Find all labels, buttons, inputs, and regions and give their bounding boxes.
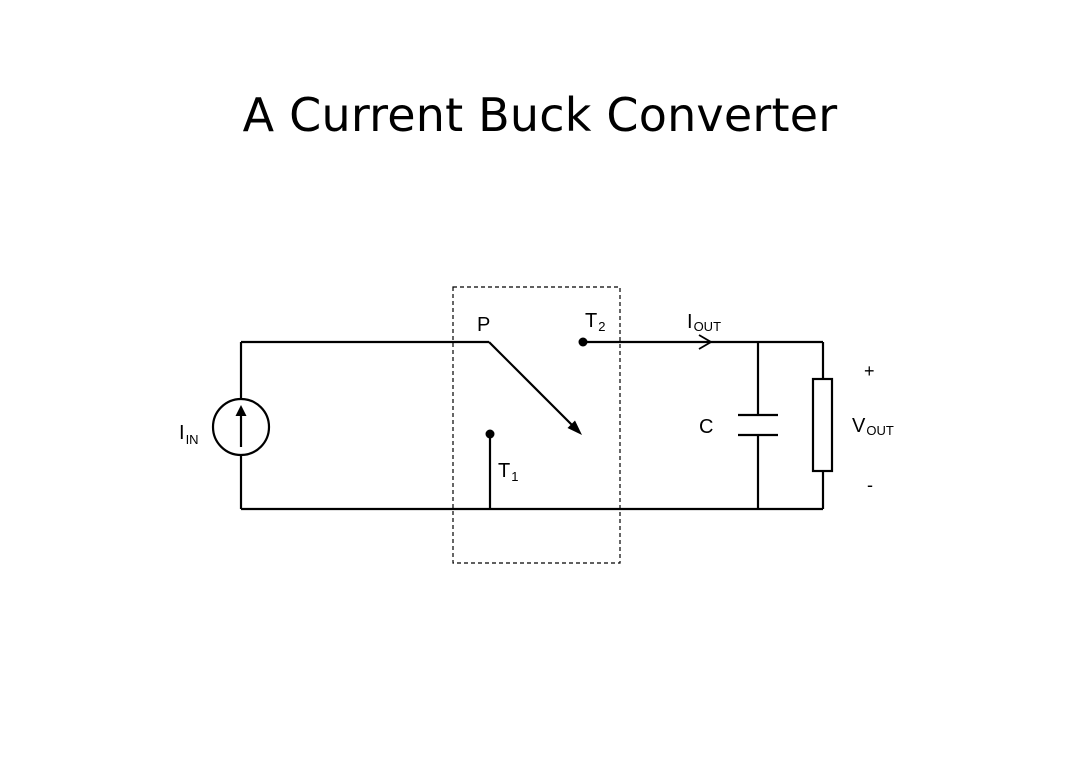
- switch-blade-line: [488, 341, 575, 428]
- load-resistor: [811, 377, 834, 473]
- output-current-arrow: [698, 334, 713, 350]
- circuit-wires: [239, 340, 825, 511]
- contact-t2-dot: [578, 337, 588, 347]
- label-throw-1: T1: [498, 460, 518, 484]
- label-input-current: IIN: [179, 422, 199, 447]
- current-source-circle: [211, 397, 271, 457]
- label-minus: -: [867, 475, 873, 495]
- label-throw-2: T2: [585, 310, 605, 334]
- label-plus: +: [864, 361, 875, 381]
- capacitor: [738, 413, 778, 437]
- label-pole: P: [477, 314, 490, 336]
- switch-blade-arrowhead: [567, 420, 582, 435]
- current-source: [211, 397, 271, 457]
- switch-blade: [488, 341, 582, 435]
- switch-boundary-box: [452, 286, 621, 564]
- label-capacitor: C: [699, 416, 713, 438]
- slide-title: A Current Buck Converter: [242, 88, 838, 142]
- label-output-voltage: VOUT: [852, 415, 894, 438]
- label-output-current: IOUT: [687, 311, 721, 334]
- current-source-arrow-head: [235, 405, 247, 416]
- contact-t1-dot: [485, 429, 495, 439]
